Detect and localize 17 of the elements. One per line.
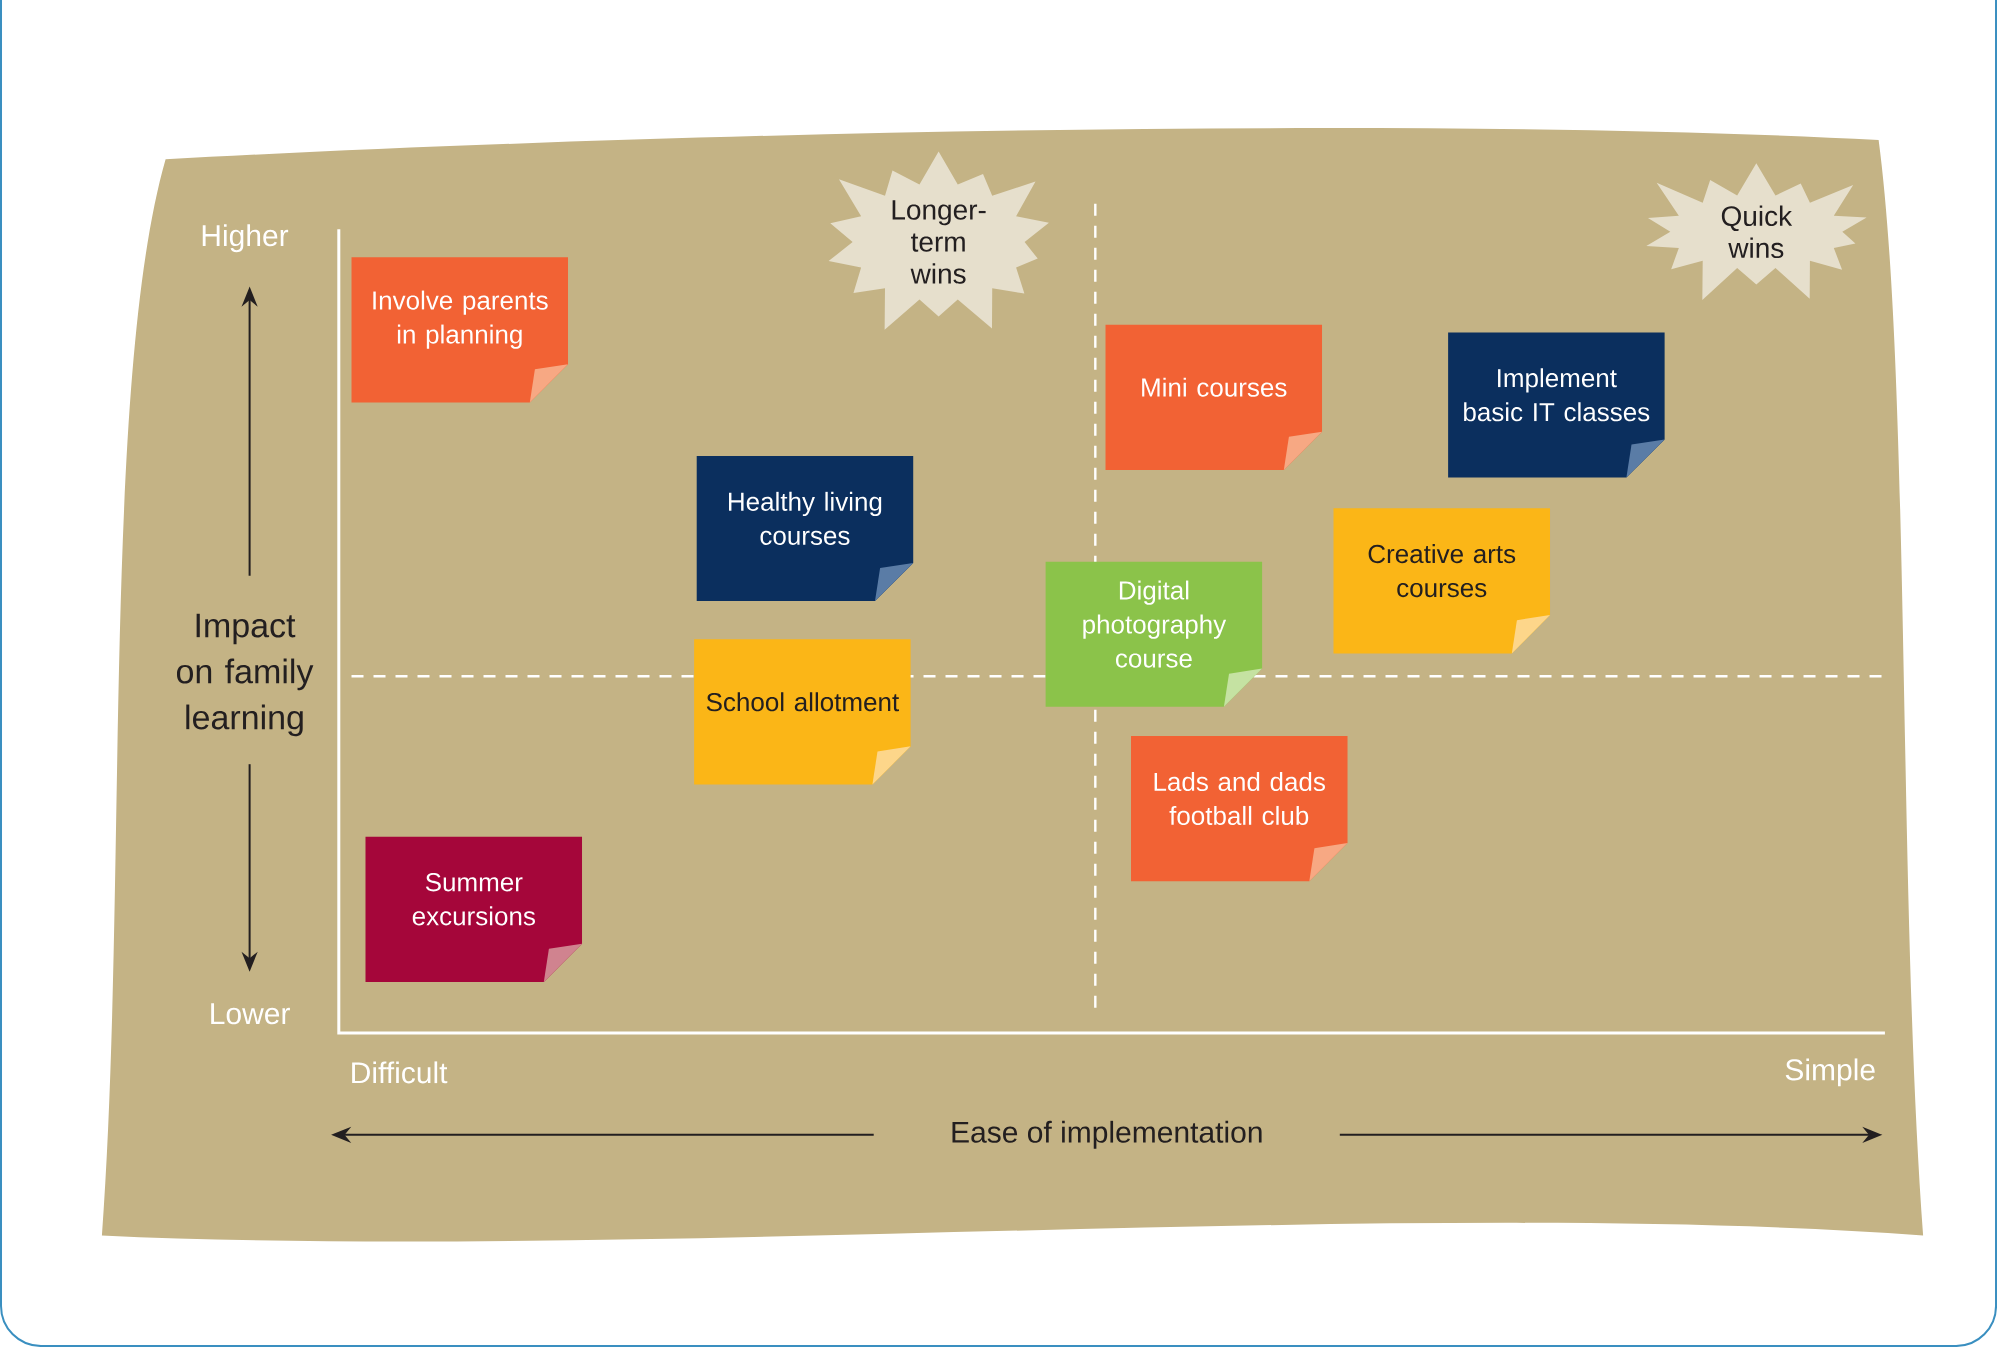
axis-label: Difficult <box>352 1061 448 1084</box>
sticky-note: Digital photography course <box>1045 561 1263 707</box>
sticky-note: Implement basic IT classes <box>1448 332 1665 478</box>
axis-label: Simple <box>1785 1058 1875 1087</box>
sticky-note: School allotment <box>694 639 911 785</box>
sticky-note: Involve parents in planning <box>351 257 568 403</box>
axis-label: Impact on family learning <box>177 613 314 737</box>
axis-label: Ease of implementation <box>952 1120 1262 1149</box>
starburst: Quick wins <box>1646 163 1867 300</box>
sticky-note: Creative arts courses <box>1333 508 1550 654</box>
sticky-note: Summer excursions <box>365 836 582 982</box>
axis-label: Lower <box>211 1003 290 1025</box>
sticky-note: Mini courses <box>1105 324 1322 470</box>
sticky-note: Healthy living courses <box>696 455 914 602</box>
axis-label: Higher <box>202 224 289 253</box>
starburst: Longer-term wins <box>828 151 1049 330</box>
sticky-note: Lads and dads football club <box>1131 736 1348 882</box>
